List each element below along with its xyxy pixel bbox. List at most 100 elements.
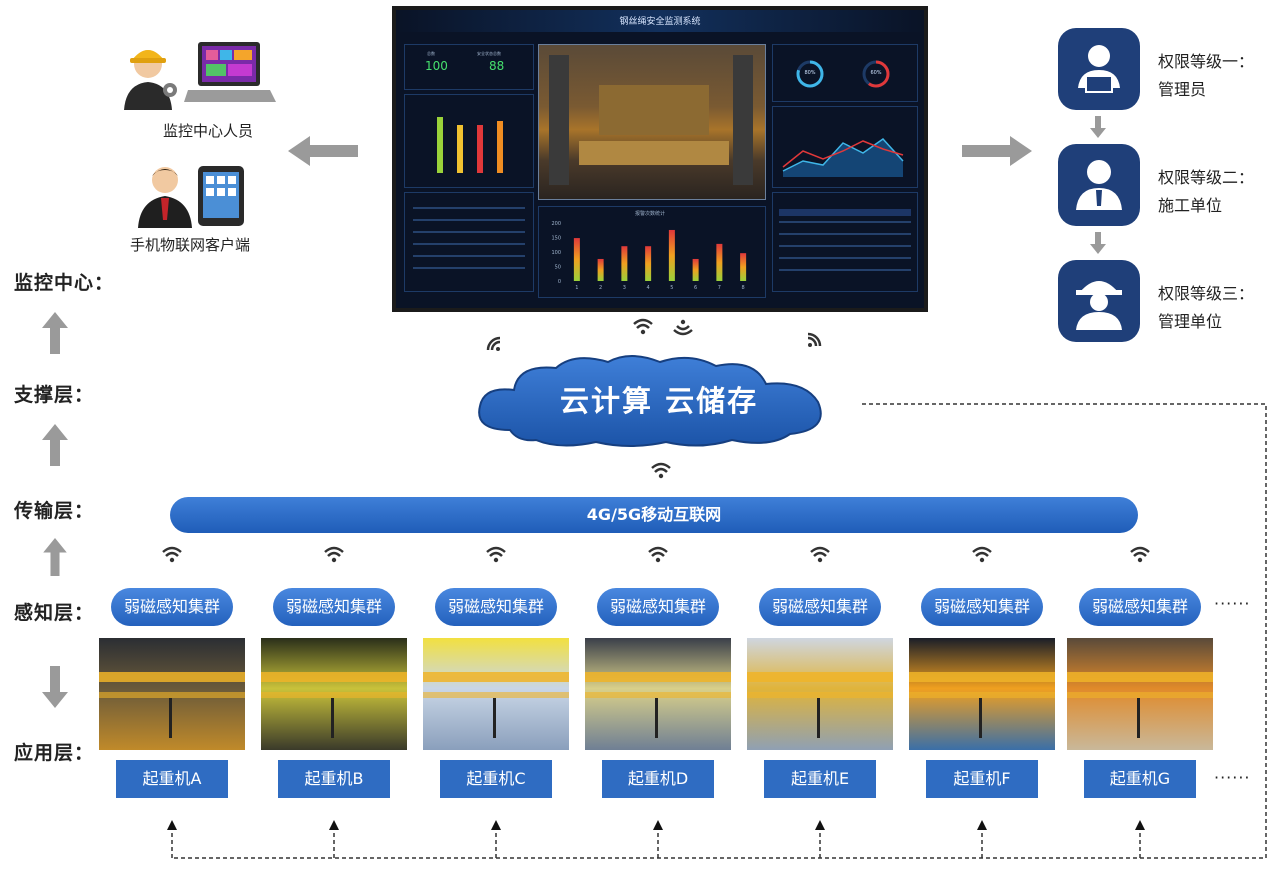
up-arrow-icon bbox=[42, 312, 68, 354]
alarm-bar bbox=[716, 244, 722, 281]
role-level-3: 权限等级三：管理单位 bbox=[1158, 280, 1254, 336]
stat1-label: 总数 bbox=[427, 51, 435, 57]
panel-bar bbox=[437, 117, 443, 173]
y-tick-label: 100 bbox=[551, 250, 561, 256]
wifi-icon bbox=[1129, 546, 1151, 564]
crane-label: 起重机D bbox=[602, 760, 714, 798]
wifi-icon bbox=[485, 546, 507, 564]
sensor-cluster-pill: 弱磁感知集群 bbox=[759, 588, 881, 626]
x-tick-label: 2 bbox=[599, 285, 602, 291]
panel-bar bbox=[457, 125, 463, 173]
wifi-icon bbox=[650, 462, 672, 480]
more-cranes-ellipsis: ······ bbox=[1214, 768, 1251, 787]
feedback-arrow-icon bbox=[167, 820, 177, 858]
bar-chart-svg: 200 150 100 50 0 1 2 3 4 5 6 7 8 bbox=[539, 217, 765, 297]
wifi-icon bbox=[323, 546, 345, 564]
x-tick-label: 1 bbox=[575, 285, 578, 291]
hardhat-user-icon bbox=[1070, 270, 1128, 332]
alarm-bar bbox=[740, 253, 746, 281]
feedback-arrow-icon bbox=[977, 820, 987, 858]
x-tick-label: 7 bbox=[718, 285, 721, 291]
y-tick-label: 50 bbox=[555, 265, 561, 271]
laptop-icon bbox=[184, 40, 276, 108]
layer-label-support: 支撑层： bbox=[14, 380, 94, 407]
gauge1-value: 80% bbox=[795, 70, 825, 76]
right-table-panel bbox=[772, 192, 918, 292]
crane-label: 起重机C bbox=[440, 760, 552, 798]
dashboard-title: 钢丝绳安全监测系统 bbox=[396, 14, 924, 27]
alarm-bar bbox=[645, 246, 651, 281]
stat1-value: 100 bbox=[425, 59, 448, 73]
y-tick-label: 0 bbox=[558, 279, 561, 285]
sensor-cluster-pill: 弱磁感知集群 bbox=[1079, 588, 1201, 626]
wifi-icon bbox=[971, 546, 993, 564]
alarm-bar bbox=[574, 238, 580, 281]
cloud-label: 云计算 云储存 bbox=[560, 378, 758, 420]
left-arrow-icon bbox=[288, 136, 358, 166]
sensor-cluster-pill: 弱磁感知集群 bbox=[597, 588, 719, 626]
x-tick-label: 5 bbox=[670, 285, 673, 291]
area-line-chart bbox=[779, 121, 911, 181]
alarm-bar-chart: 报警次数统计 20015010050012345678 bbox=[538, 206, 766, 298]
role-level-1: 权限等级一：管理员 bbox=[1158, 48, 1254, 104]
worker-user-icon bbox=[1072, 154, 1126, 214]
wifi-icon bbox=[802, 330, 824, 348]
alarm-bar bbox=[693, 259, 699, 281]
y-tick-label: 200 bbox=[551, 221, 561, 227]
wifi-icon bbox=[632, 318, 654, 336]
left-list-panel bbox=[404, 192, 534, 292]
x-tick-label: 8 bbox=[742, 285, 745, 291]
engineer-icon bbox=[118, 40, 180, 110]
wifi-icon bbox=[672, 318, 694, 336]
feedback-arrow-icon bbox=[1135, 820, 1145, 858]
layer-label-application: 应用层： bbox=[14, 738, 94, 765]
crane-label: 起重机E bbox=[764, 760, 876, 798]
down-arrow-icon bbox=[1090, 116, 1106, 138]
admin-user-icon bbox=[1072, 40, 1126, 98]
crane-photo bbox=[585, 638, 731, 750]
mobile-client-label: 手机物联网客户端 bbox=[100, 234, 280, 255]
stat-panel: 总数 100 安全状态总数 88 bbox=[404, 44, 534, 90]
wifi-icon bbox=[809, 546, 831, 564]
sensor-cluster-pill: 弱磁感知集群 bbox=[921, 588, 1043, 626]
y-tick-label: 150 bbox=[551, 236, 561, 242]
tablet-icon bbox=[198, 166, 244, 226]
left-bars-panel bbox=[404, 94, 534, 188]
right-arrow-icon bbox=[962, 136, 1032, 166]
crane-label: 起重机G bbox=[1084, 760, 1196, 798]
stat2-label: 安全状态总数 bbox=[477, 51, 501, 57]
x-tick-label: 4 bbox=[647, 285, 650, 291]
businessman-icon bbox=[134, 160, 196, 228]
feedback-arrow-icon bbox=[653, 820, 663, 858]
more-clusters-ellipsis: ······ bbox=[1214, 594, 1251, 613]
gauge2-value: 60% bbox=[861, 70, 891, 76]
x-tick-label: 3 bbox=[623, 285, 626, 291]
crane-label: 起重机A bbox=[116, 760, 228, 798]
x-tick-label: 6 bbox=[694, 285, 697, 291]
role-management-badge bbox=[1058, 260, 1140, 342]
down-arrow-icon bbox=[42, 666, 68, 708]
panel-bar bbox=[477, 125, 483, 173]
crane-photo bbox=[423, 638, 569, 750]
feedback-arrow-icon bbox=[815, 820, 825, 858]
role-level-2: 权限等级二：施工单位 bbox=[1158, 164, 1254, 220]
plant-camera-photo bbox=[538, 44, 766, 200]
crane-photo bbox=[261, 638, 407, 750]
crane-photo bbox=[747, 638, 893, 750]
layer-label-perception: 感知层： bbox=[14, 598, 94, 625]
up-arrow-icon bbox=[42, 538, 68, 576]
sensor-cluster-pill: 弱磁感知集群 bbox=[435, 588, 557, 626]
feedback-arrow-icon bbox=[491, 820, 501, 858]
line-chart-panel bbox=[772, 106, 918, 188]
role-construction-badge bbox=[1058, 144, 1140, 226]
feedback-arrow-icon bbox=[329, 820, 339, 858]
layer-label-transmission: 传输层： bbox=[14, 496, 94, 523]
alarm-bar bbox=[621, 246, 627, 281]
crane-label: 起重机B bbox=[278, 760, 390, 798]
role-admin-badge bbox=[1058, 28, 1140, 110]
up-arrow-icon bbox=[42, 424, 68, 466]
gauge-panel: 80% 60% bbox=[772, 44, 918, 102]
stat2-value: 88 bbox=[489, 59, 504, 73]
sensor-cluster-pill: 弱磁感知集群 bbox=[111, 588, 233, 626]
